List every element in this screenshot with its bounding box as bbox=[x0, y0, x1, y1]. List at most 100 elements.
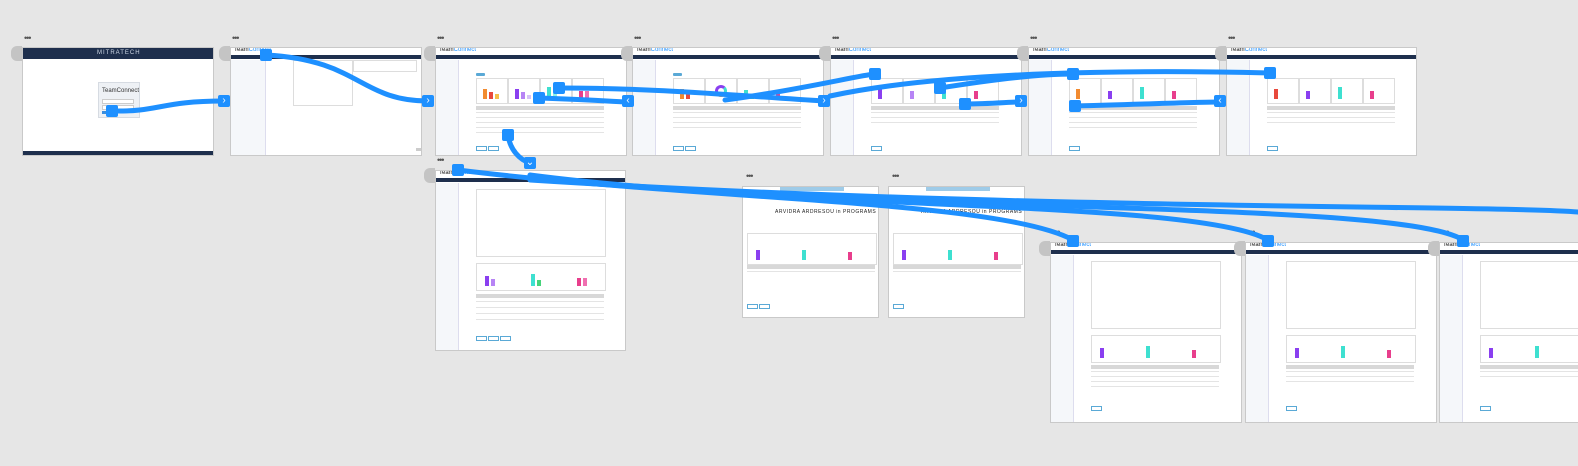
dashboard-screen-frame[interactable]: TeamConnect bbox=[1226, 47, 1417, 156]
action-button[interactable] bbox=[476, 146, 487, 151]
table-row[interactable] bbox=[871, 122, 999, 123]
action-button[interactable] bbox=[1286, 406, 1297, 411]
chevron-right-icon[interactable]: › bbox=[818, 95, 830, 107]
action-button[interactable] bbox=[1091, 406, 1102, 411]
action-button[interactable] bbox=[685, 146, 696, 151]
table-row[interactable] bbox=[1069, 127, 1197, 128]
table-row[interactable] bbox=[476, 117, 604, 118]
hotspot-node[interactable] bbox=[869, 68, 881, 80]
frame-handle[interactable] bbox=[1234, 241, 1245, 256]
table-row[interactable] bbox=[871, 112, 999, 113]
table-row[interactable] bbox=[747, 271, 875, 272]
table-row[interactable] bbox=[1286, 376, 1414, 377]
table-row[interactable] bbox=[476, 301, 604, 302]
table-row[interactable] bbox=[1069, 112, 1197, 113]
frame-handle[interactable] bbox=[424, 168, 435, 183]
table-row[interactable] bbox=[476, 313, 604, 314]
chevron-right-icon[interactable]: › bbox=[1015, 95, 1027, 107]
table-row[interactable] bbox=[1267, 117, 1395, 118]
table-row[interactable] bbox=[1091, 376, 1219, 377]
table-row[interactable] bbox=[1267, 112, 1395, 113]
frame-menu-icon[interactable]: ••• bbox=[746, 171, 754, 181]
frame-handle[interactable] bbox=[219, 46, 230, 61]
hotspot-node[interactable] bbox=[1264, 67, 1276, 79]
table-row[interactable] bbox=[1480, 376, 1578, 377]
hotspot-node[interactable] bbox=[452, 164, 464, 176]
frame-menu-icon[interactable]: ••• bbox=[634, 33, 642, 43]
action-button[interactable] bbox=[1069, 146, 1080, 151]
hotspot-node[interactable] bbox=[106, 105, 118, 117]
action-button[interactable] bbox=[759, 304, 770, 309]
frame-handle[interactable] bbox=[424, 46, 435, 61]
table-row[interactable] bbox=[673, 127, 801, 128]
frame-handle[interactable] bbox=[1428, 241, 1439, 256]
action-button[interactable] bbox=[871, 146, 882, 151]
table-row[interactable] bbox=[893, 271, 1021, 272]
table-row[interactable] bbox=[1069, 117, 1197, 118]
frame-menu-icon[interactable]: ••• bbox=[1228, 33, 1236, 43]
scroll-button[interactable] bbox=[416, 148, 421, 151]
table-row[interactable] bbox=[1480, 371, 1578, 372]
table-row[interactable] bbox=[673, 112, 801, 113]
detail-screen-frame[interactable]: TeamConnect bbox=[1439, 242, 1578, 423]
action-button[interactable] bbox=[893, 304, 904, 309]
frame-handle[interactable] bbox=[621, 46, 632, 61]
frame-menu-icon[interactable]: ••• bbox=[232, 33, 240, 43]
hotspot-node[interactable] bbox=[502, 129, 514, 141]
table-row[interactable] bbox=[1286, 371, 1414, 372]
frame-handle[interactable] bbox=[1039, 241, 1050, 256]
hotspot-node[interactable] bbox=[959, 98, 971, 110]
report-screen-frame[interactable]: ARVIDRA ARDRESOU in PROGRAMS bbox=[742, 186, 879, 318]
chevron-left-icon[interactable]: ‹ bbox=[622, 95, 634, 107]
action-button[interactable] bbox=[488, 336, 499, 341]
table-row[interactable] bbox=[476, 132, 604, 133]
table-row[interactable] bbox=[673, 122, 801, 123]
dashboard-screen-frame[interactable]: TeamConnect bbox=[435, 47, 627, 156]
action-button[interactable] bbox=[476, 336, 487, 341]
table-row[interactable] bbox=[1091, 381, 1219, 382]
table-row[interactable] bbox=[1286, 381, 1414, 382]
detail-screen-frame[interactable]: TeamConnect bbox=[1050, 242, 1242, 423]
table-row[interactable] bbox=[1091, 386, 1219, 387]
action-button[interactable] bbox=[1267, 146, 1278, 151]
table-row[interactable] bbox=[1267, 122, 1395, 123]
username-field[interactable] bbox=[102, 99, 134, 104]
table-row[interactable] bbox=[476, 319, 604, 320]
table-row[interactable] bbox=[673, 117, 801, 118]
table-row[interactable] bbox=[476, 112, 604, 113]
frame-handle[interactable] bbox=[11, 46, 22, 61]
action-button[interactable] bbox=[488, 146, 499, 151]
frame-handle[interactable] bbox=[819, 46, 830, 61]
hotspot-node[interactable] bbox=[260, 49, 272, 61]
hotspot-node[interactable] bbox=[1069, 100, 1081, 112]
chevron-left-icon[interactable]: ‹ bbox=[1214, 95, 1226, 107]
chevron-right-icon[interactable]: › bbox=[218, 95, 230, 107]
table-row[interactable] bbox=[476, 122, 604, 123]
table-row[interactable] bbox=[1069, 122, 1197, 123]
hotspot-node[interactable] bbox=[1457, 235, 1469, 247]
frame-menu-icon[interactable]: ••• bbox=[437, 155, 445, 165]
detail-screen-frame[interactable]: TeamConnect bbox=[435, 170, 626, 351]
hotspot-node[interactable] bbox=[553, 82, 565, 94]
frame-menu-icon[interactable]: ••• bbox=[437, 33, 445, 43]
hotspot-node[interactable] bbox=[533, 92, 545, 104]
frame-handle[interactable] bbox=[1017, 46, 1028, 61]
action-button[interactable] bbox=[1480, 406, 1491, 411]
action-button[interactable] bbox=[673, 146, 684, 151]
action-button[interactable] bbox=[747, 304, 758, 309]
frame-handle[interactable] bbox=[1215, 46, 1226, 61]
table-row[interactable] bbox=[1091, 371, 1219, 372]
frame-menu-icon[interactable]: ••• bbox=[892, 171, 900, 181]
table-row[interactable] bbox=[476, 127, 604, 128]
chevron-down-icon[interactable]: ⌄ bbox=[524, 157, 536, 169]
hotspot-node[interactable] bbox=[1262, 235, 1274, 247]
hotspot-node[interactable] bbox=[1067, 68, 1079, 80]
chevron-right-icon[interactable]: › bbox=[422, 95, 434, 107]
hotspot-node[interactable] bbox=[934, 82, 946, 94]
action-button[interactable] bbox=[500, 336, 511, 341]
detail-screen-frame[interactable]: TeamConnect bbox=[1245, 242, 1437, 423]
table-row[interactable] bbox=[871, 117, 999, 118]
frame-menu-icon[interactable]: ••• bbox=[1030, 33, 1038, 43]
hotspot-node[interactable] bbox=[1067, 235, 1079, 247]
